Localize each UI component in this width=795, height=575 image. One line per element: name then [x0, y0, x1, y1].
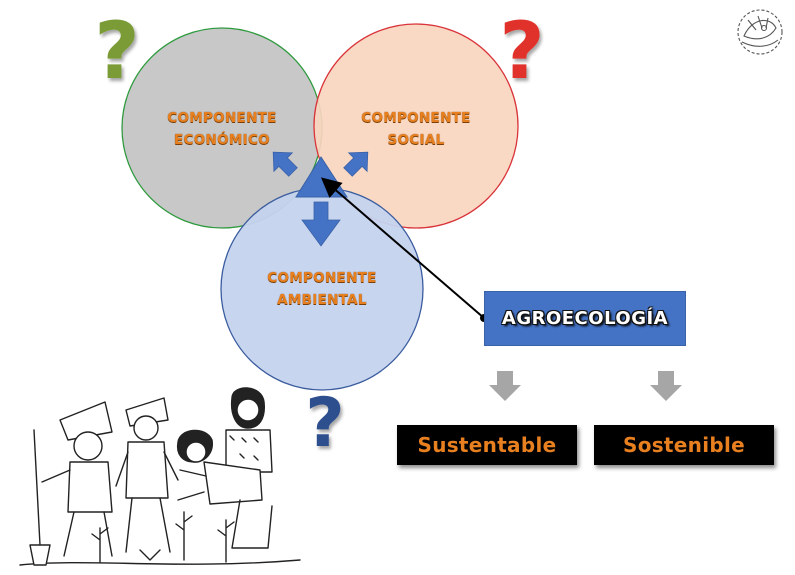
down-arrow-right	[650, 371, 682, 401]
arrow-to-economic	[272, 151, 298, 177]
agroecology-box: AGROECOLOGÍA	[484, 291, 686, 346]
component-economic-line1: COMPONENTE	[167, 110, 277, 126]
component-economic-line2: ECONÓMICO	[174, 132, 270, 148]
agroecology-label: AGROECOLOGÍA	[501, 308, 669, 329]
circle-social	[313, 23, 519, 229]
component-social-line2: SOCIAL	[387, 132, 445, 148]
component-social-label: COMPONENTE SOCIAL	[346, 107, 486, 151]
outcome-sustentable-box: Sustentable	[397, 425, 577, 465]
question-mark-green-icon: ?	[94, 7, 139, 97]
arrow-to-environmental	[301, 201, 341, 247]
component-social-line1: COMPONENTE	[361, 110, 471, 126]
question-mark-red-icon: ?	[499, 7, 544, 97]
farmers-illustration	[19, 387, 301, 566]
arrow-to-social	[343, 151, 369, 177]
question-mark-blue-icon: ?	[305, 384, 344, 463]
component-environmental-label: COMPONENTE AMBIENTAL	[252, 267, 392, 311]
component-economic-label: COMPONENTE ECONÓMICO	[152, 107, 292, 151]
outcome-sostenible-box: Sostenible	[594, 425, 774, 465]
outcome-sostenible-label: Sostenible	[622, 433, 745, 457]
down-arrow-left	[489, 371, 521, 401]
component-environmental-line2: AMBIENTAL	[277, 292, 367, 308]
agroecology-connector-line	[320, 177, 485, 319]
component-environmental-line1: COMPONENTE	[267, 270, 377, 286]
logo-sketch-icon	[737, 9, 783, 55]
outcome-sustentable-label: Sustentable	[417, 433, 557, 457]
